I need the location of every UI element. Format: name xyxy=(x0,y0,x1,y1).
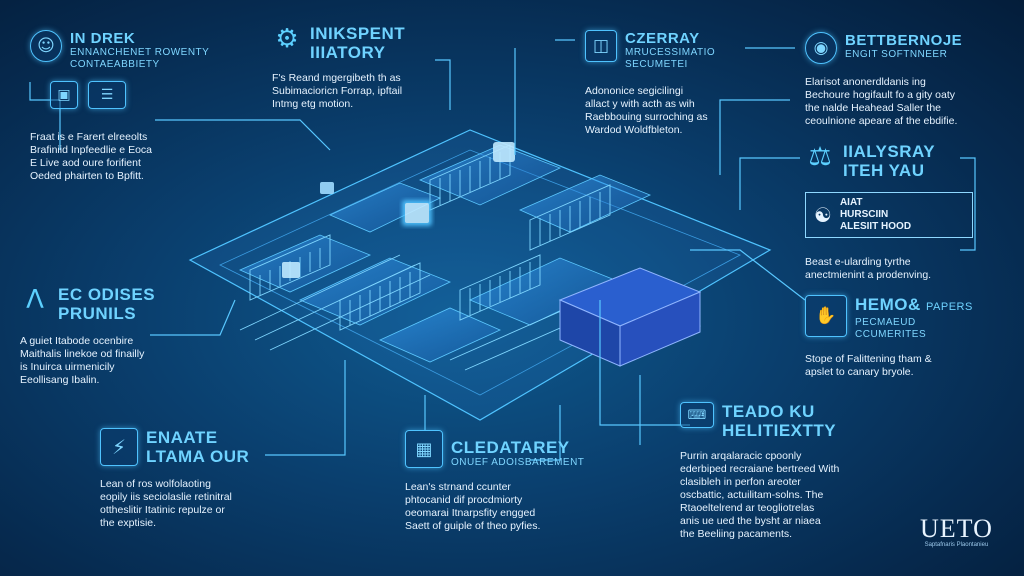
monitor-icon: ◫ xyxy=(585,30,617,62)
panel-title: INIKSPENT IIIATORY xyxy=(310,24,406,62)
panel-subtitle: ONUEF ADOISBAREMENT xyxy=(451,457,585,468)
panel-software: ◉ BETTBERNOJE ENGIT SOFTNNEER Elarisot a… xyxy=(805,32,962,128)
glowing-nodes xyxy=(282,142,515,278)
panel-body: A guiet Itabode ocenbire Maithalis linek… xyxy=(20,335,145,386)
brand-logo: UETO Saptafnaris Plaontanieu xyxy=(920,514,993,549)
globe-icon: ◉ xyxy=(805,32,837,64)
panel-papers: ✋ HEMO& PAPERS PECMAEUD CCUMERITES Stope… xyxy=(805,295,973,379)
panel-body: Adononice segicilingi allact y with acth… xyxy=(585,85,708,136)
key-shield-icon: ⚙ xyxy=(275,24,299,54)
panel-body: Fraat is e Farert elreeolts Brafiniid In… xyxy=(30,131,152,182)
panel-title: IIALYSRAY ITEH YAU xyxy=(843,142,936,180)
lightning-icon: Λ xyxy=(26,285,44,315)
panel-incident-history: ⚙ INIKSPENT IIIATORY F's Reand mgergibet… xyxy=(272,24,405,111)
panel-title: BETTBERNOJE xyxy=(845,32,963,49)
panel-title: TEADO KU HELITIEXTTY xyxy=(722,402,837,440)
lightning-circle-icon: ⚡ xyxy=(100,428,138,466)
panel-body: Elarisot anonerdldanis ing Bechoure hogi… xyxy=(805,76,958,127)
building-icon: ▦ xyxy=(405,430,443,468)
panel-subtitle: MRUCESSIMATIO SECUMETEI xyxy=(625,47,716,70)
panel-subtitle: ENGIT SOFTNNEER xyxy=(845,49,948,60)
connector-lines xyxy=(29,39,976,461)
hands-icon: ✋ xyxy=(805,295,847,337)
panel-data-privacy: ☺ IN DREK ENNANCHENET ROWENTY CONTAEABBI… xyxy=(30,30,209,183)
panel-helitiexity: ⌨ TEADO KU HELITIEXTTY Purrin arqalaraci… xyxy=(680,402,839,541)
panel-title: ENAATE LTAMA OUR xyxy=(146,428,250,466)
panel-body: Stope of Falittening tham & apslet to ca… xyxy=(805,353,932,378)
achievement-badge: ☯ AIAT HURSCIIN ALESIIT HOOD xyxy=(805,192,973,238)
panel-subtitle: ENNANCHENET ROWENTY CONTAEABBIETY xyxy=(70,47,210,70)
panel-title: EC ODISES PRUNILS xyxy=(58,285,156,323)
panel-title: HEMO& xyxy=(855,295,921,314)
trophy-icon: ☯ xyxy=(814,203,832,227)
scales-icon: ⚖ xyxy=(808,142,832,172)
logo-mark: UETO xyxy=(920,514,993,543)
panel-body: Purrin arqalaracic cpoonly ederbiped rec… xyxy=(680,450,840,540)
panel-enable: ⚡ ENAATE LTAMA OUR Lean of ros wolfolaot… xyxy=(100,428,249,530)
panel-title: CZERRAY xyxy=(625,30,700,47)
panel-subtitle: PECMAEUD CCUMERITES xyxy=(855,317,927,340)
terminal-icon: ⌨ xyxy=(680,402,714,428)
panel-category: ▦ CLEDATAREY ONUEF ADOISBAREMENT Lean's … xyxy=(405,430,584,533)
panel-title-suffix: PAPERS xyxy=(926,301,973,313)
panel-analysis: ⚖ IIALYSRAY ITEH YAU ☯ AIAT HURSCIIN ALE… xyxy=(805,142,973,282)
panel-title: IN DREK xyxy=(70,30,136,47)
panel-process: Λ EC ODISES PRUNILS A guiet Itabode ocen… xyxy=(20,285,155,387)
logo-caption: Saptafnaris Plaontanieu xyxy=(924,542,989,548)
person-icon: ☺ xyxy=(30,30,62,62)
panel-body: F's Reand mgergibeth th as Subimacioricn… xyxy=(272,72,403,110)
lock-icon: ▣ xyxy=(50,81,78,109)
panel-body: Beast e-ularding tyrthe anectmienint a p… xyxy=(805,256,932,281)
panel-body: Lean's strnand ccunter phtocanid dif pro… xyxy=(405,481,541,532)
badge-text: AIAT HURSCIIN ALESIIT HOOD xyxy=(839,197,912,232)
panel-security-management: ◫ CZERRAY MRUCESSIMATIO SECUMETEI Adonon… xyxy=(585,30,715,137)
panel-title: CLEDATAREY xyxy=(451,438,570,457)
server-block xyxy=(558,267,702,367)
panel-body: Lean of ros wolfolaoting eopily iis seci… xyxy=(100,478,232,529)
document-icon: ☰ xyxy=(88,81,126,109)
